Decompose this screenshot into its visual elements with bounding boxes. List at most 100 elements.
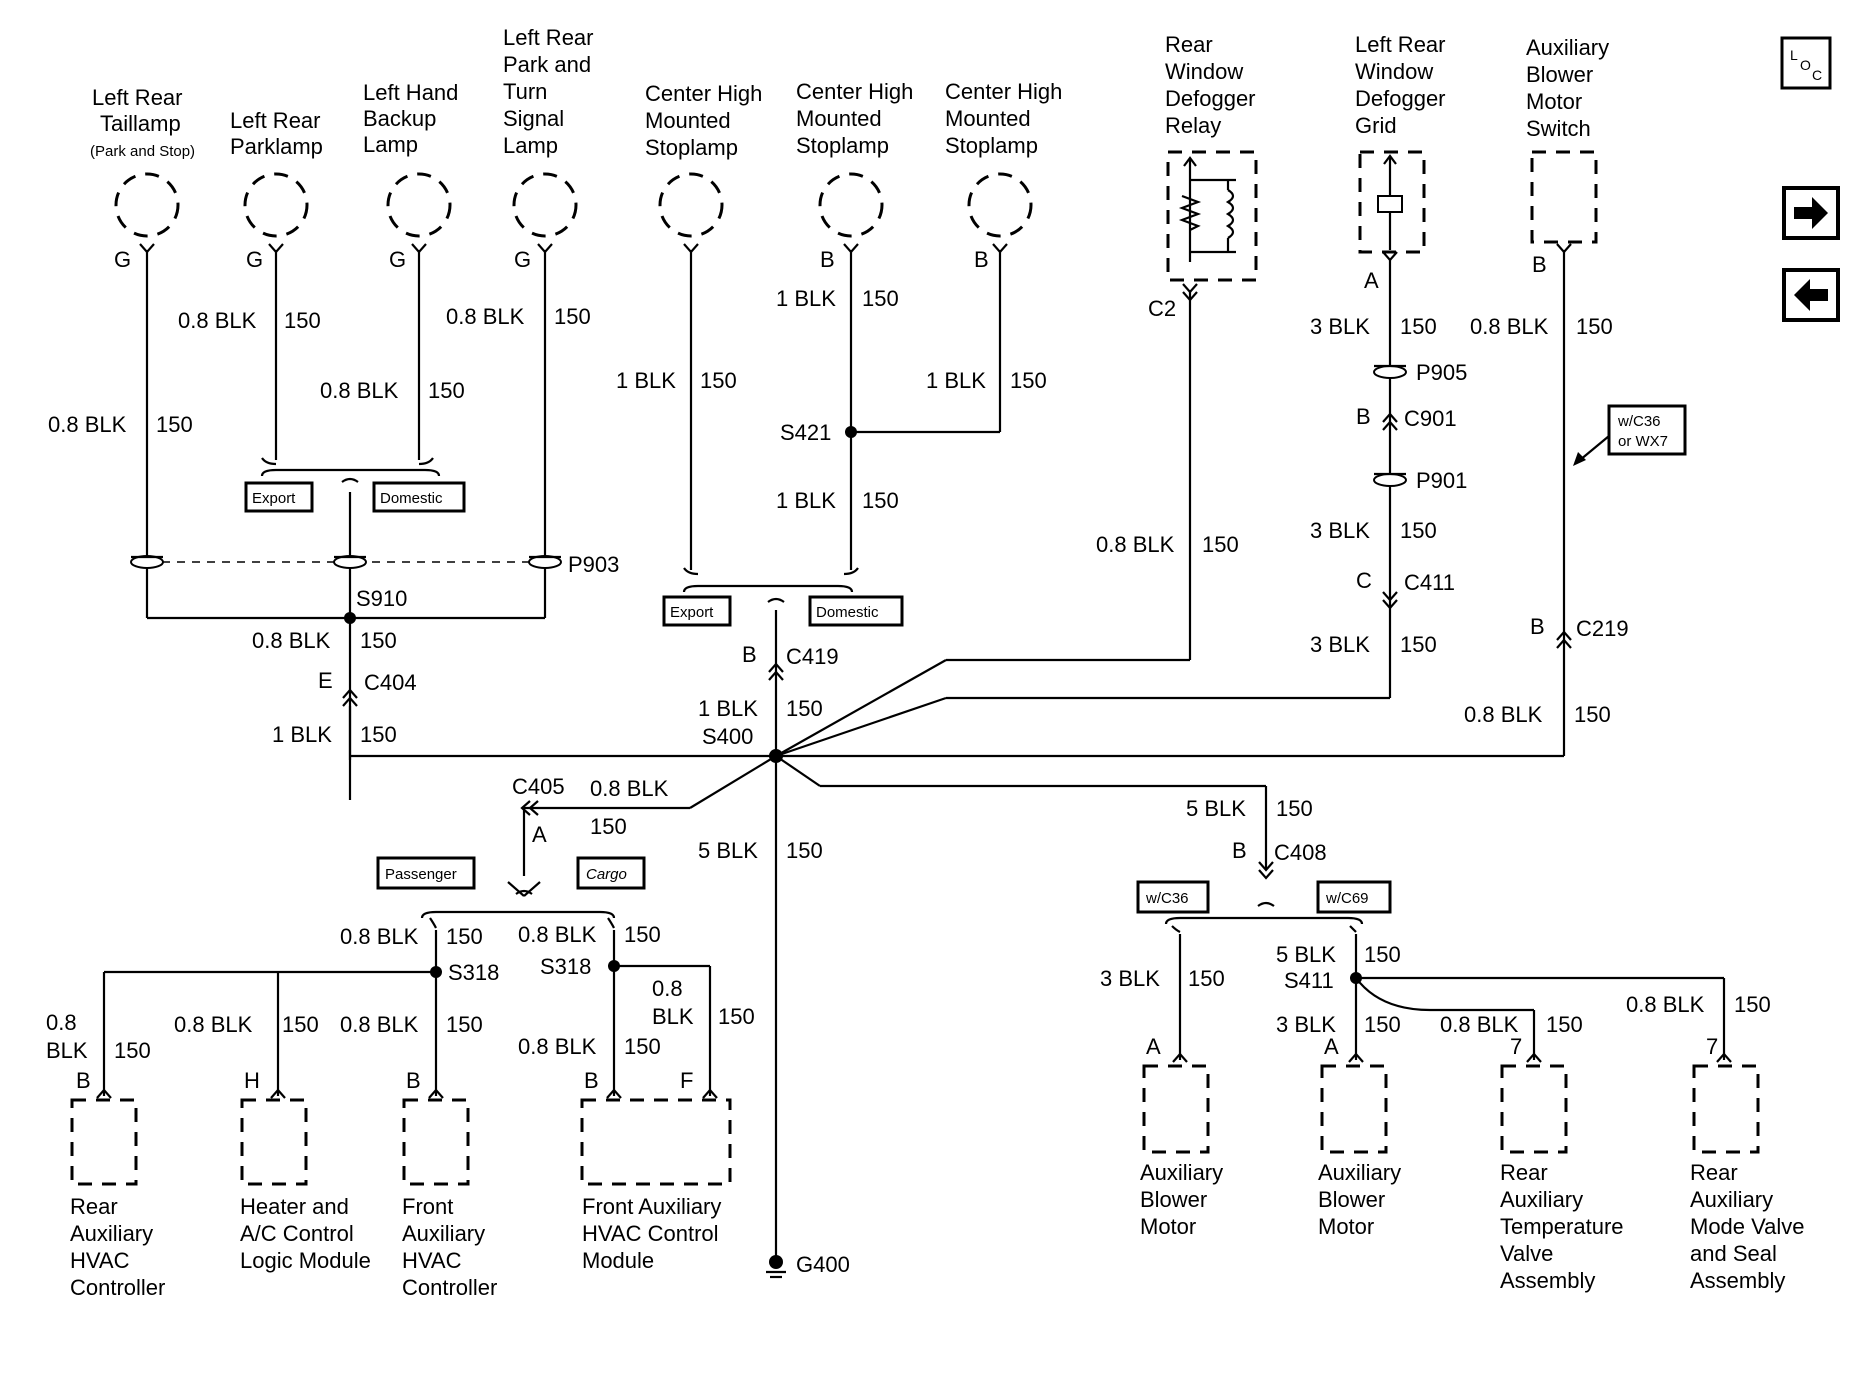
- wire-size-label: 3 BLK: [1276, 1012, 1336, 1037]
- wire-size-label: 0.8 BLK: [590, 776, 669, 801]
- svg-text:Mounted: Mounted: [945, 106, 1031, 131]
- svg-text:HVAC Control: HVAC Control: [582, 1221, 719, 1246]
- circuit-label: 150: [282, 1012, 319, 1037]
- circuit-label: 150: [446, 1012, 483, 1037]
- module-symbol-front-aux-module: [580, 1098, 732, 1186]
- svg-text:w/C36: w/C36: [1145, 890, 1189, 907]
- arrow-left-icon[interactable]: [1782, 268, 1840, 322]
- svg-text:Motor: Motor: [1140, 1214, 1196, 1239]
- wire-size-label: 3 BLK: [1310, 314, 1370, 339]
- option-tag-export-1: Export: [244, 481, 314, 513]
- wire-group-cargo: [606, 917, 718, 1099]
- lamp-symbol-chmsl-2: [818, 172, 884, 238]
- svg-text:Defogger: Defogger: [1355, 86, 1446, 111]
- motor-symbol-aux-blower-1: [1142, 1064, 1210, 1154]
- svg-text:Auxiliary: Auxiliary: [402, 1221, 485, 1246]
- wire-size-label: 5 BLK: [1276, 942, 1336, 967]
- pin-label: 7: [1510, 1034, 1522, 1059]
- connector-label-c219: C219: [1576, 616, 1629, 641]
- pin-label: F: [680, 1068, 693, 1093]
- label-lr-taillamp: Left Rear Taillamp (Park and Stop): [90, 85, 195, 160]
- svg-text:Left Rear: Left Rear: [503, 25, 594, 50]
- circuit-label: 150: [1546, 1012, 1583, 1037]
- pin-label: B: [820, 247, 835, 272]
- svg-text:Left Hand: Left Hand: [363, 80, 458, 105]
- pin-label: A: [1324, 1034, 1339, 1059]
- connector-label-c901: C901: [1404, 406, 1457, 431]
- wire-size-label: 0.8 BLK: [518, 922, 597, 947]
- pin-label: A: [1364, 268, 1379, 293]
- circuit-label: 150: [1188, 966, 1225, 991]
- lamp-symbol-lr-turn: [512, 172, 578, 238]
- wire-size-label: 0.8 BLK: [174, 1012, 253, 1037]
- svg-text:Motor: Motor: [1526, 89, 1582, 114]
- switch-symbol-aux-blower: [1530, 150, 1598, 244]
- svg-text:Auxiliary: Auxiliary: [1690, 1187, 1773, 1212]
- svg-text:Mode Valve: Mode Valve: [1690, 1214, 1805, 1239]
- pin-label: G: [246, 247, 263, 272]
- pin-label: B: [76, 1068, 91, 1093]
- wire-size-label: 0.8 BLK: [1440, 1012, 1519, 1037]
- label-chmsl-2: Center High Mounted Stoplamp: [796, 79, 913, 158]
- svg-text:Export: Export: [670, 604, 714, 621]
- wire-group-c408: [775, 755, 1364, 925]
- wire-size-label: 1 BLK: [926, 368, 986, 393]
- pin-label: B: [1356, 404, 1371, 429]
- arrow-right-icon[interactable]: [1782, 186, 1840, 240]
- svg-text:Turn: Turn: [503, 79, 547, 104]
- svg-text:Switch: Switch: [1526, 116, 1591, 141]
- label-lh-backup: Left Hand Backup Lamp: [363, 80, 458, 157]
- wire-size-label: BLK: [46, 1038, 88, 1063]
- wire-size-label: BLK: [652, 1004, 694, 1029]
- motor-symbol-aux-blower-2: [1320, 1064, 1388, 1154]
- circuit-label: 150: [624, 922, 661, 947]
- svg-text:Auxiliary: Auxiliary: [1140, 1160, 1223, 1185]
- label-lr-parklamp: Left Rear Parklamp: [230, 108, 323, 159]
- pin-label: B: [1530, 614, 1545, 639]
- option-tag-domestic-1: Domestic: [372, 481, 466, 513]
- label-lr-turn: Left Rear Park and Turn Signal Lamp: [503, 25, 594, 158]
- label-defog-grid: Left Rear Window Defogger Grid: [1355, 32, 1446, 138]
- svg-text:Rear: Rear: [1500, 1160, 1548, 1185]
- svg-text:Controller: Controller: [70, 1275, 165, 1300]
- wire-size-label: 3 BLK: [1100, 966, 1160, 991]
- svg-text:Lamp: Lamp: [503, 133, 558, 158]
- pin-label: B: [974, 247, 989, 272]
- option-tag-wc69: w/C69: [1316, 880, 1392, 914]
- connector-c419-symbol-2: [768, 662, 784, 673]
- circuit-label: 150: [1364, 1012, 1401, 1037]
- svg-text:Mounted: Mounted: [796, 106, 882, 131]
- label-defog-relay: Rear Window Defogger Relay: [1165, 32, 1256, 138]
- loc-button[interactable]: L O C: [1780, 36, 1832, 90]
- option-tag-wc36-wx7: w/C36 or WX7: [1573, 404, 1687, 466]
- wire-size-label: 0.8: [652, 976, 683, 1001]
- wire-size-label: 0.8 BLK: [1096, 532, 1175, 557]
- svg-text:Lamp: Lamp: [363, 132, 418, 157]
- pin-label: G: [514, 247, 531, 272]
- pin-label: B: [584, 1068, 599, 1093]
- connector-symbols-right: [1373, 364, 1572, 649]
- wire-size-label: 0.8 BLK: [340, 1012, 419, 1037]
- svg-text:Blower: Blower: [1318, 1187, 1385, 1212]
- wire-group-wc69: [1348, 925, 1732, 1063]
- svg-text:Grid: Grid: [1355, 113, 1397, 138]
- svg-text:Controller: Controller: [402, 1275, 497, 1300]
- circuit-label: 150: [1276, 796, 1313, 821]
- option-tag-export-2: Export: [662, 595, 732, 627]
- lamp-symbol-lr-taillamp: [114, 172, 180, 238]
- circuit-label: 150: [700, 368, 737, 393]
- wire-group-wc36: [1171, 925, 1188, 1063]
- pin-label: E: [318, 668, 333, 693]
- wire-size-label: 0.8 BLK: [178, 308, 257, 333]
- svg-text:Left Rear: Left Rear: [1355, 32, 1446, 57]
- connector-c419-symbol: [768, 670, 784, 681]
- svg-text:Stoplamp: Stoplamp: [945, 133, 1038, 158]
- splice-label-s318-cargo: S318: [540, 954, 591, 979]
- pin-label: A: [1146, 1034, 1161, 1059]
- svg-text:Left Rear: Left Rear: [230, 108, 321, 133]
- pin-label: B: [1532, 252, 1547, 277]
- svg-text:Assembly: Assembly: [1690, 1268, 1785, 1293]
- svg-text:Cargo: Cargo: [586, 866, 627, 883]
- circuit-label: 150: [446, 924, 483, 949]
